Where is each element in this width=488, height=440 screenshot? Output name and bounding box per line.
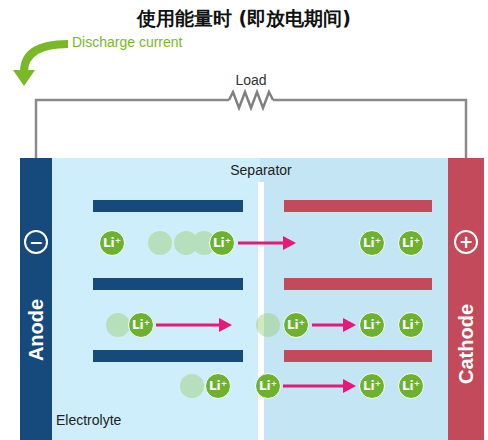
- resistor-symbol: [229, 92, 273, 108]
- lithium-ion: Li⁺: [255, 373, 281, 399]
- electrolyte-left: [50, 158, 260, 440]
- lithium-ion: Li⁺: [209, 230, 235, 256]
- polarity-sign: +: [454, 230, 478, 254]
- load-label: Load: [233, 72, 268, 88]
- lithium-ion: Li⁺: [398, 230, 424, 256]
- ion-arrows: [156, 236, 356, 393]
- current-label: Discharge current: [72, 34, 183, 50]
- electrolyte-right: [260, 158, 448, 440]
- anode-electrode: − Anode: [20, 158, 52, 440]
- electrode-name: Anode: [25, 299, 48, 361]
- lithium-ion: Li⁺: [359, 373, 385, 399]
- cathode-electrode: + Cathode: [448, 158, 484, 440]
- lithium-ion: Li⁺: [205, 373, 231, 399]
- title: 使用能量时 (即放电期间): [0, 6, 488, 32]
- lithium-ion: Li⁺: [359, 312, 385, 338]
- separator-label: Separator: [230, 162, 291, 178]
- lithium-ion: Li⁺: [398, 373, 424, 399]
- lithium-ion: Li⁺: [283, 312, 309, 338]
- anode-plates: [93, 200, 243, 362]
- ion-trail: [106, 231, 280, 398]
- electrolyte-label: Electrolyte: [56, 412, 121, 428]
- lithium-ion: Li⁺: [359, 230, 385, 256]
- polarity-sign: −: [24, 230, 48, 254]
- electrode-name: Cathode: [455, 304, 478, 384]
- discharge-arrow: [13, 44, 68, 86]
- cathode-plates: [284, 200, 432, 362]
- lithium-ion: Li⁺: [398, 312, 424, 338]
- separator: [258, 182, 264, 440]
- lithium-ion: Li⁺: [99, 230, 125, 256]
- lithium-ion: Li⁺: [128, 312, 154, 338]
